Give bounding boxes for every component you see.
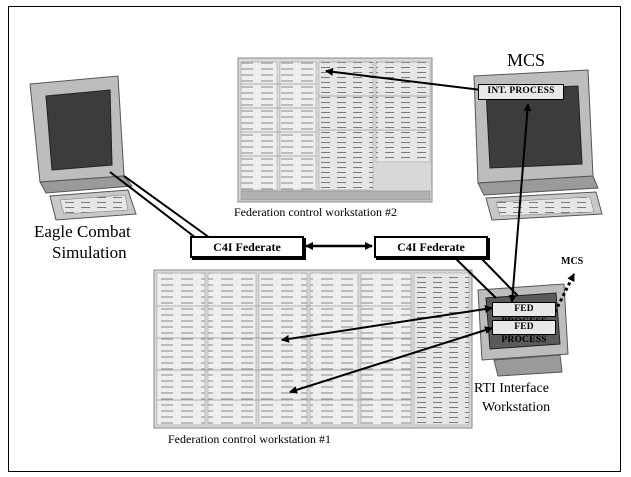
int-fed-arrow xyxy=(508,103,532,303)
ws1-fed2-arrow xyxy=(289,326,493,394)
mcs-dotted-arrow xyxy=(553,273,576,313)
ws2-int-arrow xyxy=(325,67,499,96)
eagle-label-line1: Eagle Combat xyxy=(34,222,131,241)
slide-frame xyxy=(8,6,621,472)
fed-process-box-2: FED PROCESS xyxy=(492,320,556,345)
int-process-box: INT. PROCESS xyxy=(478,84,564,100)
fed-process-box-1: FED PROCESS xyxy=(492,302,556,327)
eagle-to-c4i-line-2 xyxy=(123,175,211,239)
eagle-label-line2: Simulation xyxy=(52,243,127,262)
mcs-small-label: MCS xyxy=(561,256,584,267)
mcs-title: MCS xyxy=(507,50,546,70)
workstation-2-screenshot xyxy=(237,57,433,203)
rti-label-line1: RTI Interface xyxy=(474,381,549,396)
eagle-to-c4i-line-1 xyxy=(109,171,197,239)
c4i-to-rti-line-1 xyxy=(451,254,497,299)
rti-label-line2: Workstation xyxy=(482,400,551,415)
ws1-caption: Federation control workstation #1 xyxy=(168,432,331,446)
c4i-federate-right: C4I Federate xyxy=(374,236,488,258)
ws2-caption: Federation control workstation #2 xyxy=(234,205,397,219)
eagle-monitor xyxy=(29,75,137,221)
c4i-federate-left: C4I Federate xyxy=(190,236,304,258)
